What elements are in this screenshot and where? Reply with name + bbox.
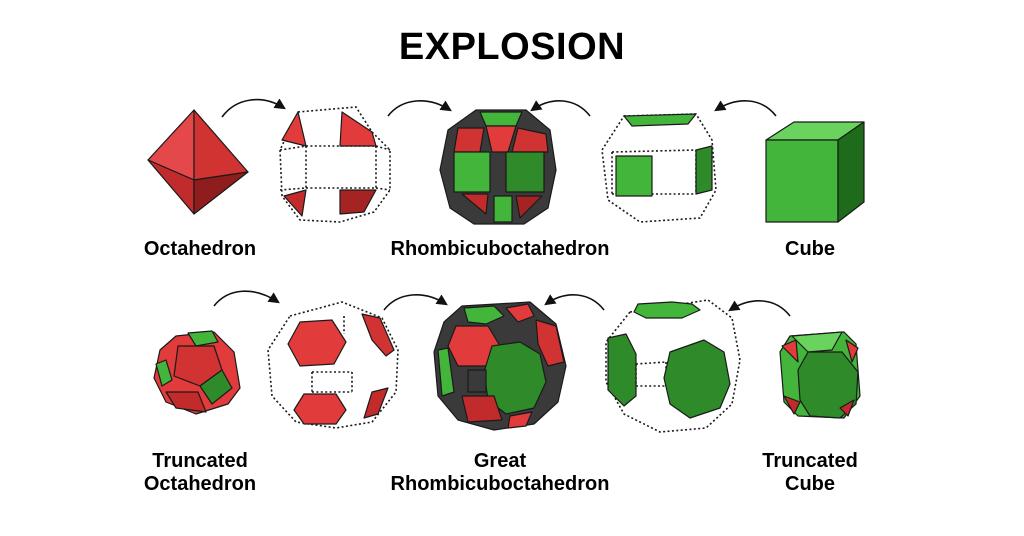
label-great-rhombicuboctahedron-line1: Great [473, 450, 527, 472]
great-rhombicuboctahedron-shape [433, 301, 567, 431]
exploded-octahedron-shape [279, 106, 391, 223]
label-rhombicuboctahedron: Rhombicuboctahedron [390, 238, 610, 260]
label-truncated-octahedron-line1: Truncated [152, 450, 248, 472]
arrow-octahedron-to-exploded [221, 98, 286, 118]
label-truncated-octahedron-line2: Octahedron [143, 473, 257, 495]
label-great-rhombicuboctahedron-line2: Rhombicuboctahedron [390, 473, 610, 495]
exploded-cube-shape [601, 113, 717, 223]
label-truncated-cube-line1: Truncated [762, 450, 858, 472]
arrow-truncated-cube-to-exploded [728, 300, 791, 317]
cube-shape [765, 121, 865, 223]
exploded-truncated-octahedron-shape [267, 301, 399, 429]
arrow-exploded-truncated-cube-to-great [544, 294, 605, 311]
label-octahedron: Octahedron [143, 238, 257, 260]
arrows [213, 98, 791, 317]
label-cube: Cube [785, 238, 835, 260]
label-truncated-octahedron: Truncated Octahedron [110, 450, 290, 496]
arrow-exploded-to-great-rhombicuboctahedron [383, 294, 448, 311]
label-great-rhombicuboctahedron: Great Rhombicuboctahedron [370, 450, 630, 496]
octahedron-shape [147, 109, 249, 215]
arrow-cube-to-exploded [714, 100, 777, 117]
label-truncated-cube: Truncated Cube [740, 450, 880, 496]
arrow-truncated-octahedron-to-exploded [213, 290, 280, 307]
truncated-cube-shape [779, 331, 861, 419]
arrow-exploded-octahedron-to-rhombicuboctahedron [387, 100, 452, 117]
exploded-truncated-cube-shape [605, 299, 741, 433]
rhombicuboctahedron-shape [439, 109, 557, 225]
truncated-octahedron-shape [153, 330, 241, 415]
arrow-exploded-cube-to-rhombicuboctahedron [530, 100, 591, 117]
diagram-title: EXPLOSION [398, 26, 626, 68]
label-truncated-cube-line2: Cube [785, 473, 835, 495]
